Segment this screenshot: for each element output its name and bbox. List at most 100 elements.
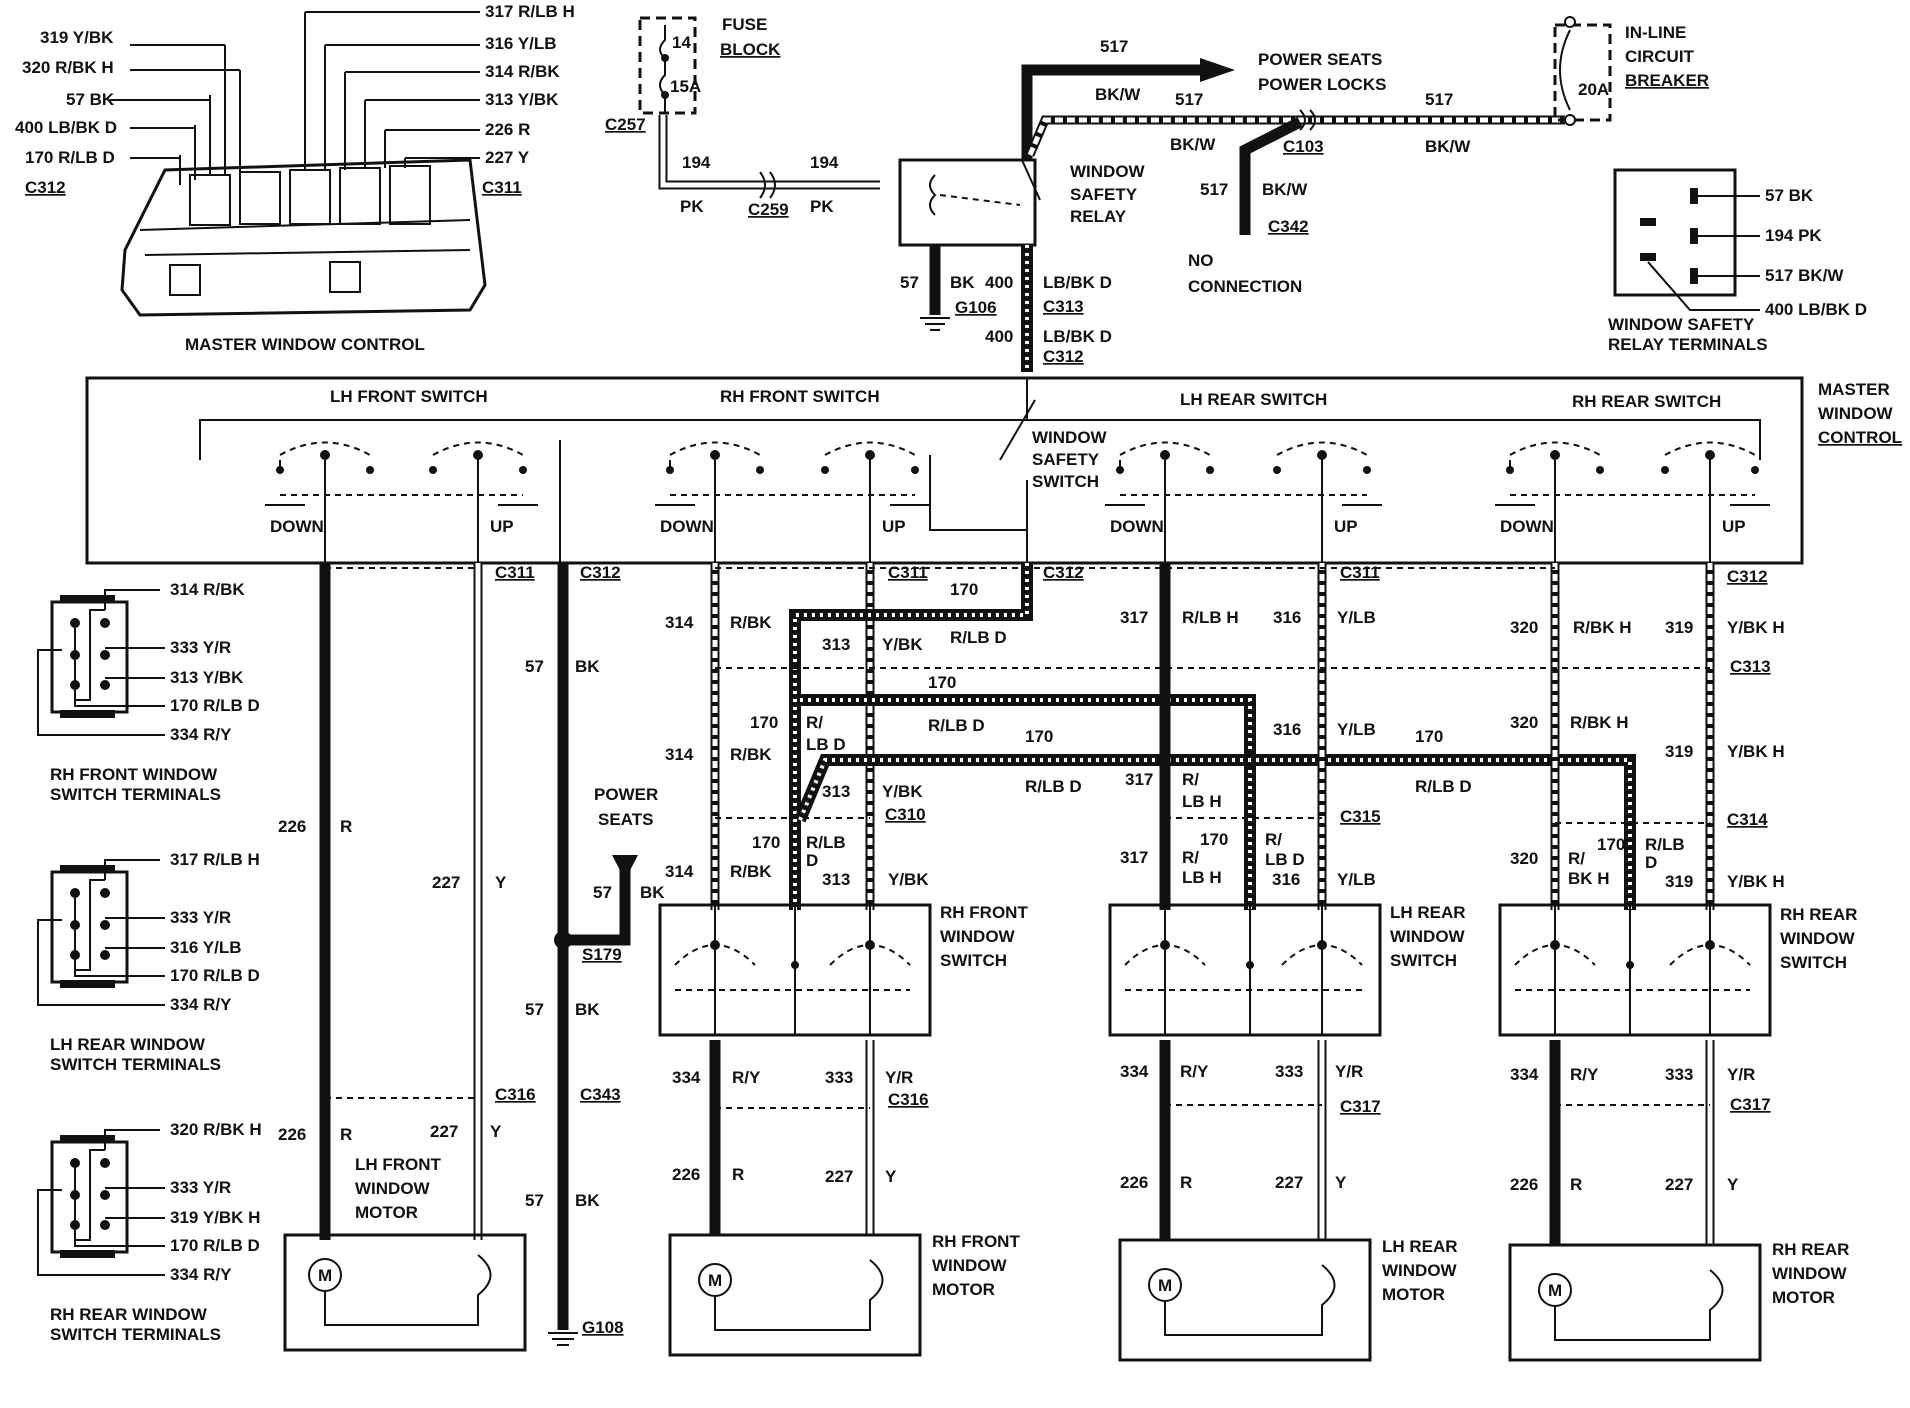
master-box-title-1: MASTER [1818,380,1890,399]
wire-226-rhr: 226 [1510,1175,1538,1194]
rh_front-terminal-clip [60,595,115,603]
wire-57-a: 57 [525,657,544,676]
wire-y-lhr: Y [1335,1173,1347,1192]
lh_rear-terminal-clip [60,865,115,873]
wire-517-c: 517 [1425,90,1453,109]
rh_front-terminal-pin [100,650,110,660]
wire-ry-rhr: R/Y [1570,1065,1599,1084]
wire-bkh-e: BK H [1568,869,1610,888]
wire-313-b: 313 [822,782,850,801]
rh_rear-terminals-caption-1: RH REAR WINDOW [50,1305,208,1324]
rh-rear-contact [1661,466,1669,474]
wire-lbd-a: LB D [806,735,846,754]
wire-313-c: 313 [822,870,850,889]
wire-ybkh-b: Y/BK H [1727,742,1785,761]
rh-front-contact [911,466,919,474]
rh_front-terminal-pin [100,680,110,690]
wire-r-lhf-b: R [340,1125,352,1144]
mwc-label-313: 313 Y/BK [485,90,559,109]
rh_rear-terminal-label: 333 Y/R [170,1178,231,1197]
c257-label: C257 [605,115,646,134]
wire-bk-c: BK [575,1000,600,1019]
rh-rear-switch-title-3: SWITCH [1780,953,1847,972]
fuse-rating: 15A [670,77,701,96]
mwc-label-c312: C312 [25,178,66,197]
rh-rear-contact [1751,466,1759,474]
lh-front-motor-m: M [318,1266,332,1285]
rh_rear-lead [104,1129,160,1150]
wire-517-d-color: BK/W [1262,180,1308,199]
rh_front-terminal-clip [60,710,115,718]
mwc-label-c311: C311 [482,178,522,197]
relay-title-3: RELAY [1070,207,1127,226]
c317-lhr-label: C317 [1340,1097,1381,1116]
wire-ybkh-a: Y/BK H [1727,618,1785,637]
power-seats-label: POWER SEATS [1258,50,1382,69]
wire-517-d: 517 [1200,180,1228,199]
rh_front-terminal-label: 314 R/BK [170,580,245,599]
rh_front-terminal-label: 334 R/Y [170,725,232,744]
c312-bk-label: C312 [580,563,621,582]
rh_rear-lead [37,1189,165,1276]
wire-334-rhr: 334 [1510,1065,1539,1084]
rh-rear-up-label: UP [1722,517,1746,536]
rh_rear-terminal-label: 334 R/Y [170,1265,232,1284]
rh-front-switch-title-3: SWITCH [940,951,1007,970]
lh-front-switch-label: LH FRONT SWITCH [330,387,488,406]
lh-rear-switch-arc [1276,441,1368,456]
wire-517-b-color: BK/W [1170,135,1216,154]
wire-rlb-a: R/LB [806,833,846,852]
wire-ry-lhr: R/Y [1180,1062,1209,1081]
rh-front-window-motor [668,1233,922,1357]
lh-front-switch-arc [432,441,524,456]
c312-top-label: C312 [1043,347,1084,366]
wire-317-c: 317 [1120,848,1148,867]
wire-334-rhf: 334 [672,1068,701,1087]
wire-rlbd-b: R/LB D [928,716,985,735]
wire-lbh-b: LB H [1182,792,1222,811]
g108-label: G108 [582,1318,624,1337]
rh_rear-terminal-pin [100,1158,110,1168]
window-motors: LH FRONT WINDOW MOTOR RH FRONT WINDOW MO… [283,1155,1849,1362]
window-safety-relay [898,158,1037,247]
wire-rlbd-d: R/LB D [1415,777,1472,796]
lh_rear-terminal-pin [100,920,110,930]
lh-rear-switch-title-1: LH REAR [1390,903,1466,922]
wire-319-c: 319 [1665,872,1693,891]
wire-170-g: 170 [1200,830,1228,849]
lh-front-contact [429,466,437,474]
wire-r-rhr: R [1570,1175,1582,1194]
wire-yr-rhf: Y/R [885,1068,913,1087]
wire-ybkh-c: Y/BK H [1727,872,1785,891]
c343-label: C343 [580,1085,621,1104]
wire-517-b: 517 [1175,90,1203,109]
lh-rear-contact [1206,466,1214,474]
wire-r-lhf: R [340,817,352,836]
wire-400-a-color: LB/BK D [1043,273,1112,292]
rh_front-terminals-caption-1: RH FRONT WINDOW [50,765,218,784]
wire-333-lhr: 333 [1275,1062,1303,1081]
wire-ybk-c: Y/BK [888,870,929,889]
rh-rear-switch-title-2: WINDOW [1780,929,1856,948]
wire-yr-rhr: Y/R [1727,1065,1755,1084]
wire-319-a: 319 [1665,618,1693,637]
rh-rear-switch-title-1: RH REAR [1780,905,1857,924]
wire-rlbd-c: R/LB D [1025,777,1082,796]
rh-front-motor-title-2: WINDOW [932,1256,1008,1275]
rh_rear-terminal-label: 170 R/LB D [170,1236,260,1255]
wire-r-slash-b: R/ [1182,770,1199,789]
wire-227-lhf-b: 227 [430,1122,458,1141]
rh-front-contact [791,961,799,969]
wire-333-rhf: 333 [825,1068,853,1087]
fuse-block: 14 15A FUSE BLOCK C257 [605,15,781,134]
rh-front-switch-arc [669,441,761,456]
rh-rear-motor-circuit [1554,1269,1724,1341]
c311-lhr-label: C311 [1340,563,1380,582]
lh-front-motor-title-1: LH FRONT [355,1155,442,1174]
wire-170-c: 170 [1025,727,1053,746]
c312-170-label: C312 [1043,563,1084,582]
master-window-control-box: LH FRONT SWITCH RH FRONT SWITCH LH REAR … [85,376,1902,565]
c103-label: C103 [1283,137,1324,156]
